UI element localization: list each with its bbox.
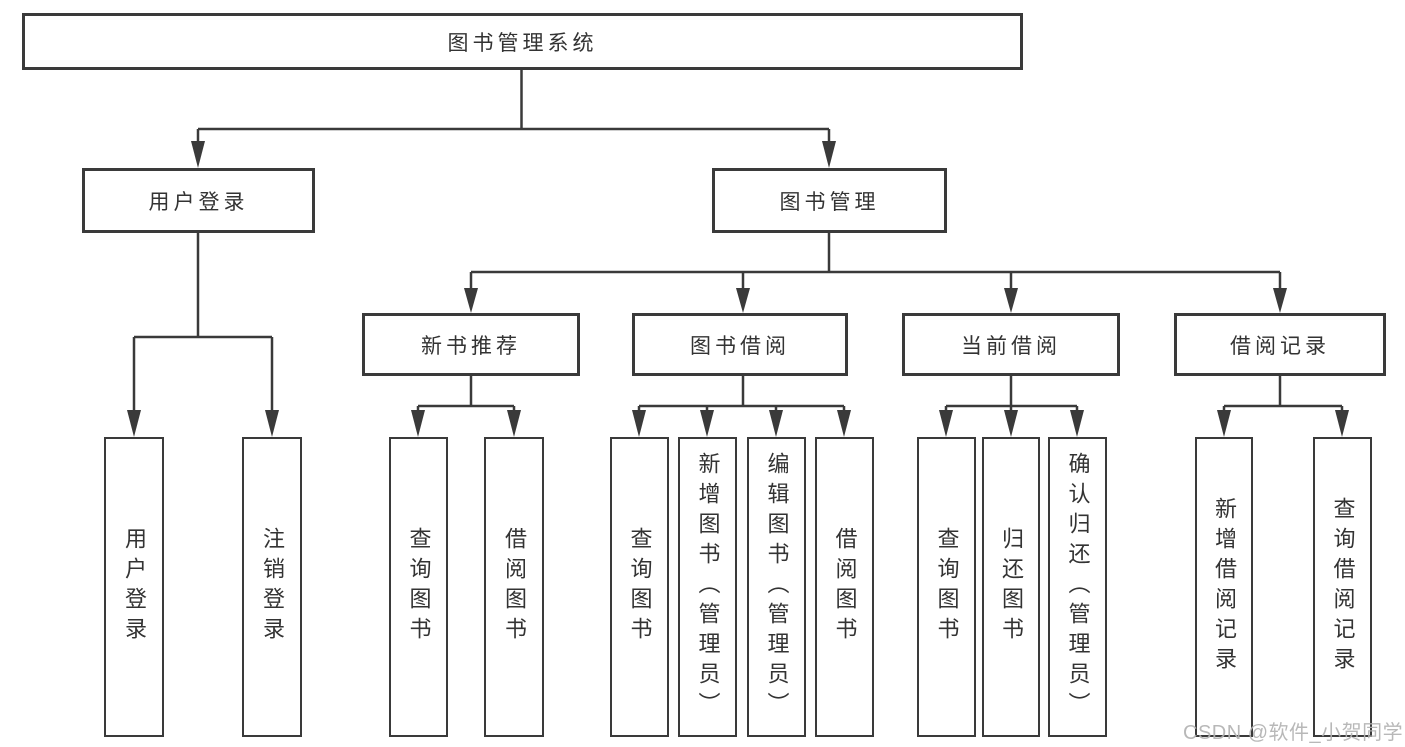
arrowhead bbox=[464, 288, 478, 313]
arrowhead bbox=[822, 141, 836, 168]
arrowhead bbox=[191, 141, 205, 168]
connector-new-book-rec-children bbox=[416, 376, 516, 412]
arrowhead bbox=[837, 410, 851, 437]
node-leaf-query-books-rec: 查询图书 bbox=[389, 437, 448, 737]
arrowhead bbox=[700, 410, 714, 437]
node-new-book-recommendation: 新书推荐 bbox=[362, 313, 580, 376]
connector-current-borrow-children bbox=[944, 376, 1079, 412]
node-leaf-add-books-admin: 新增图书（管理员） bbox=[678, 437, 737, 737]
connector-borrow-records-children bbox=[1222, 376, 1344, 412]
arrowhead bbox=[1070, 410, 1084, 437]
node-library-management-system: 图书管理系统 bbox=[22, 13, 1023, 70]
node-borrowing-records: 借阅记录 bbox=[1174, 313, 1386, 376]
node-book-borrowing: 图书借阅 bbox=[632, 313, 848, 376]
arrowhead bbox=[736, 288, 750, 313]
node-leaf-query-borrow-record: 查询借阅记录 bbox=[1313, 437, 1372, 737]
arrowhead bbox=[1335, 410, 1349, 437]
connector-book-mgmt-children bbox=[469, 233, 1282, 289]
arrowhead bbox=[1004, 288, 1018, 313]
connector-book-borrow-children bbox=[637, 376, 846, 412]
arrowhead bbox=[939, 410, 953, 437]
arrowhead bbox=[265, 410, 279, 437]
node-book-management: 图书管理 bbox=[712, 168, 947, 233]
connector-root-to-level2 bbox=[196, 70, 831, 143]
node-user-login: 用户登录 bbox=[82, 168, 315, 233]
node-leaf-query-books-bb: 查询图书 bbox=[610, 437, 669, 737]
connector-user-login-children bbox=[132, 233, 274, 412]
node-current-borrowing: 当前借阅 bbox=[902, 313, 1120, 376]
node-leaf-confirm-return-admin: 确认归还（管理员） bbox=[1048, 437, 1107, 737]
node-leaf-borrow-books-bb: 借阅图书 bbox=[815, 437, 874, 737]
node-leaf-edit-books-admin: 编辑图书（管理员） bbox=[747, 437, 806, 737]
arrowhead bbox=[632, 410, 646, 437]
arrowhead bbox=[1004, 410, 1018, 437]
arrowhead bbox=[1273, 288, 1287, 313]
node-leaf-return-books: 归还图书 bbox=[982, 437, 1040, 737]
arrowhead bbox=[411, 410, 425, 437]
node-leaf-logout: 注销登录 bbox=[242, 437, 302, 737]
node-leaf-add-borrow-record: 新增借阅记录 bbox=[1195, 437, 1253, 737]
node-leaf-user-login: 用户登录 bbox=[104, 437, 164, 737]
node-leaf-borrow-books-rec: 借阅图书 bbox=[484, 437, 544, 737]
arrowhead bbox=[769, 410, 783, 437]
csdn-watermark: CSDN @软件_小贺同学 bbox=[1183, 722, 1404, 744]
arrowhead bbox=[127, 410, 141, 437]
arrowhead bbox=[507, 410, 521, 437]
arrowhead bbox=[1217, 410, 1231, 437]
node-leaf-query-books-cb: 查询图书 bbox=[917, 437, 976, 737]
